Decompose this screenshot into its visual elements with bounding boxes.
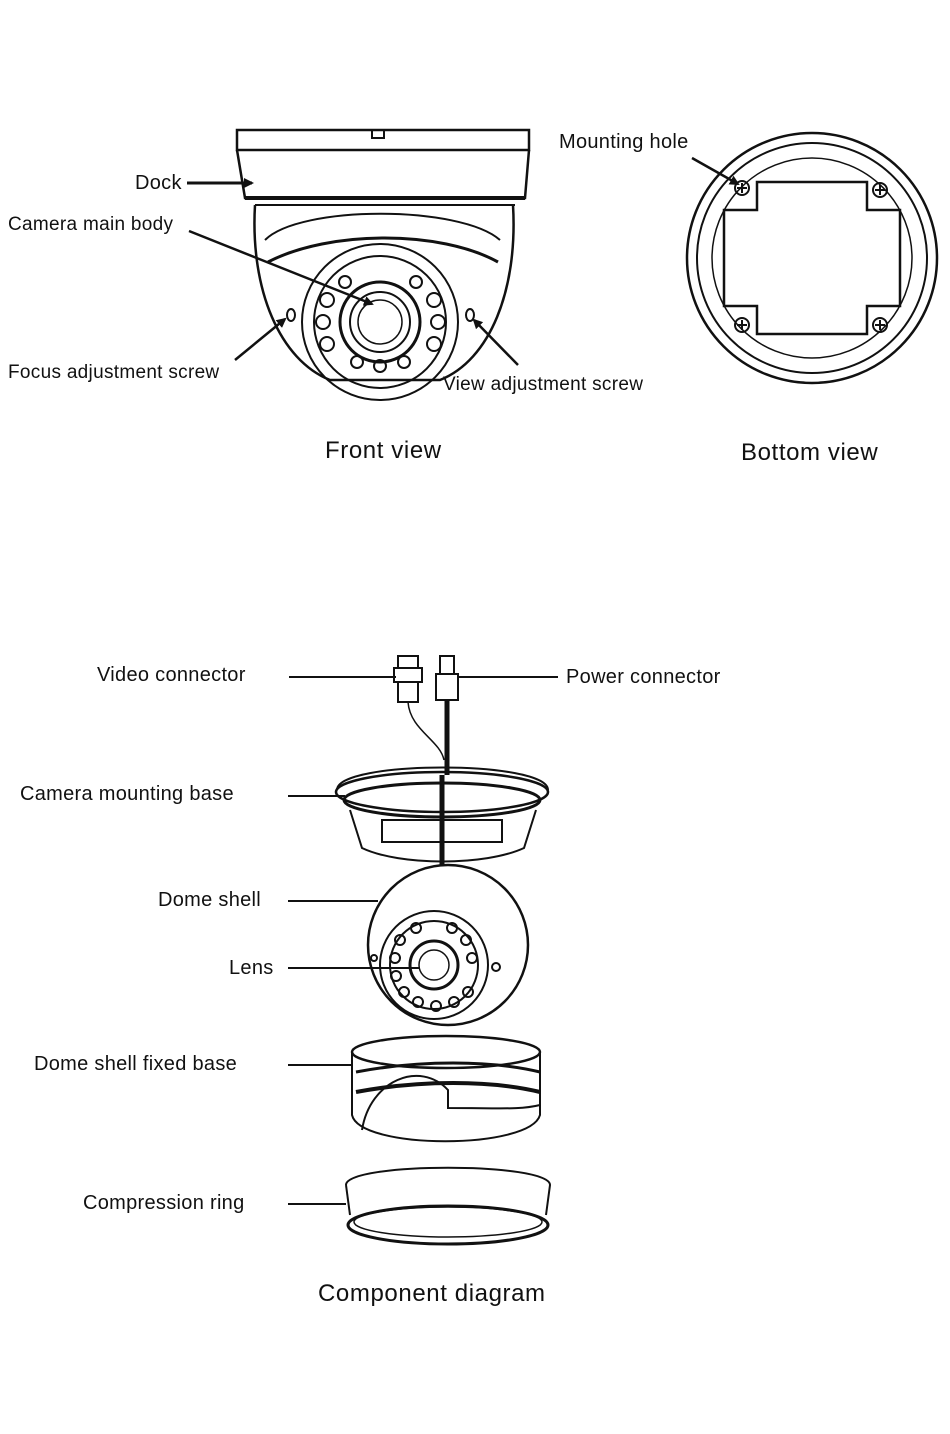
- component-compression-ring: [346, 1168, 550, 1244]
- bottom-view-caption: Bottom view: [741, 439, 878, 467]
- focus-screw-callout-arrow: [235, 319, 285, 360]
- dome-shell-label: Dome shell: [158, 889, 261, 912]
- front-view-callouts: [187, 183, 518, 365]
- camera-main-body-label: Camera main body: [8, 214, 173, 236]
- component-mounting-base: [336, 768, 548, 866]
- power-connector-label: Power connector: [566, 666, 721, 689]
- compression-ring-label: Compression ring: [83, 1192, 245, 1215]
- video-connector-label: Video connector: [97, 664, 246, 687]
- view-adjustment-screw-label: View adjustment screw: [443, 374, 643, 396]
- bottom-view-base: [687, 133, 937, 383]
- front-view-camera: [237, 130, 529, 400]
- front-view-caption: Front view: [325, 437, 442, 465]
- mounting-hole-label: Mounting hole: [559, 131, 689, 154]
- lens-label: Lens: [229, 957, 274, 980]
- component-connectors: [394, 656, 458, 775]
- focus-adjustment-screw-label: Focus adjustment screw: [8, 362, 219, 384]
- component-dome-shell-fixed-base: [352, 1036, 540, 1141]
- component-diagram-caption: Component diagram: [318, 1280, 546, 1308]
- camera-mounting-base-label: Camera mounting base: [20, 783, 234, 806]
- component-leader-lines: [288, 677, 558, 1204]
- view-screw-callout-arrow: [474, 320, 518, 365]
- dome-shell-fixed-base-label: Dome shell fixed base: [34, 1053, 237, 1076]
- dock-label: Dock: [135, 172, 182, 195]
- component-dome-shell: [368, 865, 528, 1025]
